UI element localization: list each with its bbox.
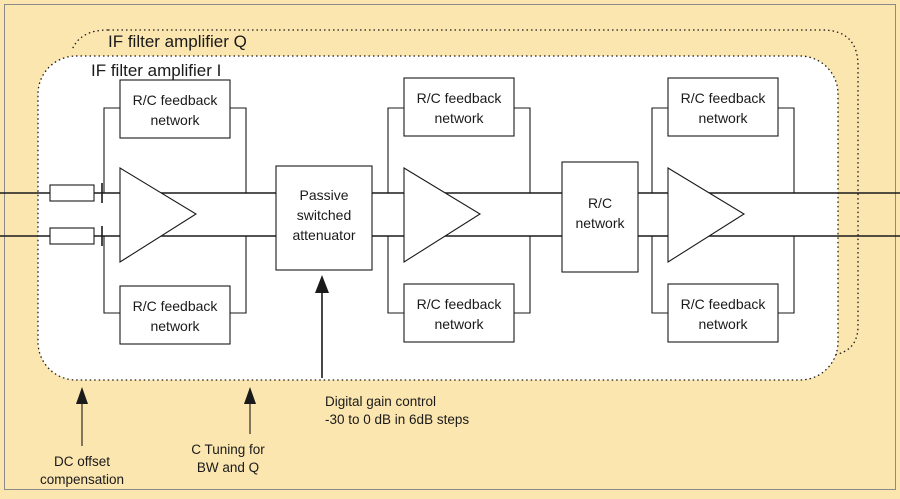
digital-gain-label: Digital gain control: [325, 394, 436, 409]
digital-gain-range-label: -30 to 0 dB in 6dB steps: [325, 412, 469, 427]
input-resistor-top: [49, 184, 95, 202]
feedback-network-label: network: [434, 316, 484, 332]
rc-network-label: network: [575, 215, 625, 231]
c-tuning-label: C Tuning for: [191, 442, 265, 457]
feedback-network-label: network: [434, 110, 484, 126]
feedback-network-label: R/C feedback: [133, 92, 219, 108]
i-amplifier-label: IF filter amplifier I: [91, 61, 221, 80]
c-tuning-label: BW and Q: [197, 460, 259, 475]
feedback-network-label: R/C feedback: [133, 298, 219, 314]
feedback-network-label: network: [698, 316, 748, 332]
stage3-feedback-bottom-loop: [651, 236, 795, 314]
feedback-network-stage1-top: R/C feedback network: [119, 79, 231, 139]
stage2-feedback-top-loop: [387, 107, 531, 193]
passive-switched-attenuator: Passive switched attenuator: [275, 165, 373, 271]
rc-network-label: R/C: [588, 195, 612, 211]
stage2-feedback-bottom-loop: [387, 236, 531, 314]
feedback-network-stage3-top: R/C feedback network: [667, 77, 779, 137]
feedback-network-label: R/C feedback: [681, 90, 767, 106]
feedback-network-label: R/C feedback: [417, 296, 503, 312]
amplifier-stage2-icon: [403, 167, 482, 263]
amplifier-stage1-icon: [119, 167, 198, 263]
feedback-network-stage2-bottom: R/C feedback network: [403, 283, 515, 343]
feedback-network-stage3-bottom: R/C feedback network: [667, 283, 779, 343]
attenuator-label: Passive: [299, 187, 348, 203]
feedback-network-stage1-bottom: R/C feedback network: [119, 285, 231, 345]
feedback-network-label: R/C feedback: [681, 296, 767, 312]
stage3-feedback-top-loop: [651, 107, 795, 193]
feedback-network-label: R/C feedback: [417, 90, 503, 106]
rc-network: R/C network: [561, 161, 639, 273]
feedback-network-label: network: [150, 112, 200, 128]
attenuator-label: switched: [297, 207, 351, 223]
feedback-network-stage2-top: R/C feedback network: [403, 77, 515, 137]
c-tuning-arrow: [244, 387, 256, 434]
stage1-feedback-top-loop: [103, 107, 247, 193]
digital-gain-control-arrow: [315, 275, 329, 378]
feedback-network-label: network: [150, 318, 200, 334]
input-resistor-bottom: [49, 227, 95, 245]
feedback-network-label: network: [698, 110, 748, 126]
q-amplifier-boundary-corner: [71, 29, 109, 51]
q-amplifier-label: IF filter amplifier Q: [108, 32, 247, 51]
stage1-feedback-bottom-loop: [103, 236, 247, 314]
dc-offset-label: compensation: [40, 472, 124, 487]
dc-offset-label: DC offset: [54, 454, 110, 469]
amplifier-stage3-icon: [667, 167, 746, 263]
dc-offset-arrow: [76, 387, 88, 446]
attenuator-label: attenuator: [292, 227, 355, 243]
